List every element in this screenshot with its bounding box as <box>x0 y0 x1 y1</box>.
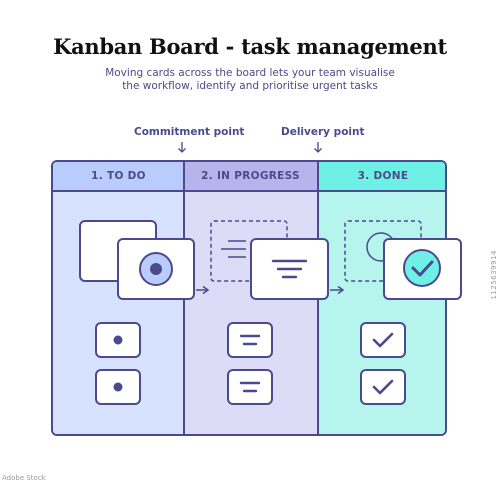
column-todo-header: 1. TO DO <box>53 162 184 192</box>
check-icon <box>372 332 394 348</box>
subtitle: Moving cards across the board lets your … <box>0 67 500 92</box>
lines-icon <box>239 381 261 393</box>
in-progress-small-card-1 <box>227 322 273 358</box>
check-icon <box>372 379 394 395</box>
todo-small-card-1 <box>95 322 141 358</box>
delivery-point-label: Delivery point <box>281 126 365 138</box>
title: Kanban Board - task management <box>53 34 447 59</box>
in-progress-small-card-2 <box>227 369 273 405</box>
commitment-point-label: Commitment point <box>134 126 245 138</box>
delivery-arrow-icon <box>314 142 322 153</box>
in-progress-moving-card <box>250 238 329 300</box>
dot-icon <box>113 335 123 345</box>
todo-small-card-2 <box>95 369 141 405</box>
speed-lines-icon <box>221 240 246 258</box>
check-circle-icon <box>403 249 441 287</box>
todo-moving-card <box>117 238 195 300</box>
dot-icon <box>113 382 123 392</box>
lines-icon <box>239 334 261 346</box>
done-moving-card <box>383 238 462 300</box>
dot-icon <box>139 252 173 286</box>
done-small-card-2 <box>360 369 406 405</box>
done-small-card-1 <box>360 322 406 358</box>
lines-icon <box>271 259 308 279</box>
stock-logo-watermark: Adobe Stock <box>2 474 46 482</box>
column-in-progress-header: 2. IN PROGRESS <box>184 162 317 192</box>
subtitle-line-2: the workflow, identify and prioritise ur… <box>122 79 378 92</box>
commitment-arrow-icon <box>178 142 186 153</box>
column-done-header: 3. DONE <box>317 162 445 192</box>
subtitle-line-1: Moving cards across the board lets your … <box>105 67 395 79</box>
move-arrow-icon <box>330 285 345 295</box>
move-arrow-icon <box>196 285 210 295</box>
stock-id-watermark: 1125639914 <box>490 250 498 300</box>
